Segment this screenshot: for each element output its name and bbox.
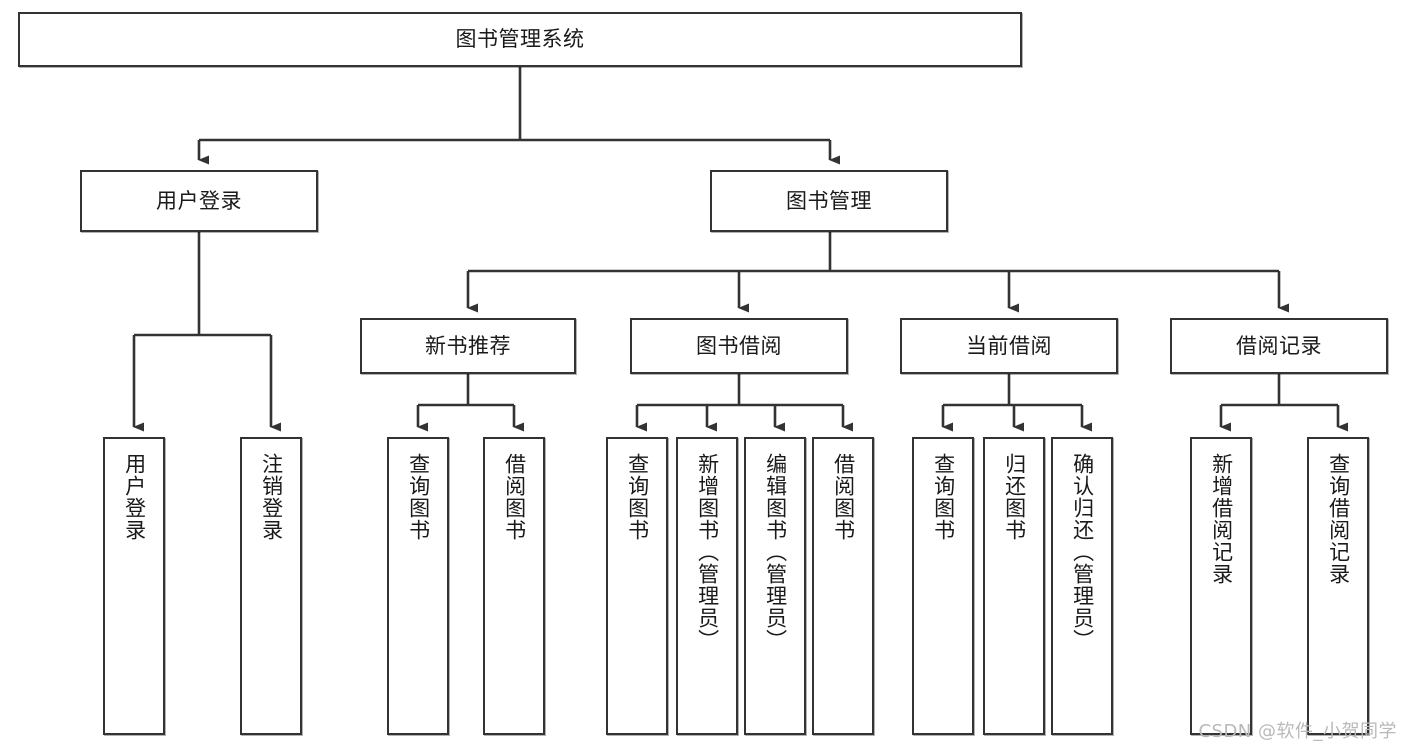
node-leaf-edit-book-label: 编辑图书（管理员） bbox=[763, 453, 788, 651]
node-book-manage[interactable]: 图书管理 bbox=[710, 170, 948, 232]
node-new-book-recommend-label: 新书推荐 bbox=[425, 333, 511, 358]
node-user-login-label: 用户登录 bbox=[156, 188, 242, 213]
node-current-borrow[interactable]: 当前借阅 bbox=[900, 318, 1118, 374]
node-leaf-add-book-label: 新增图书（管理员） bbox=[695, 453, 720, 651]
node-leaf-query-book-3-label: 查询图书 bbox=[931, 453, 956, 541]
node-leaf-confirm-return-label: 确认归还（管理员） bbox=[1070, 453, 1095, 651]
node-leaf-add-book[interactable]: 新增图书（管理员） bbox=[676, 437, 738, 735]
node-new-book-recommend[interactable]: 新书推荐 bbox=[360, 318, 576, 374]
node-root-system[interactable]: 图书管理系统 bbox=[18, 12, 1022, 67]
node-leaf-edit-book[interactable]: 编辑图书（管理员） bbox=[744, 437, 806, 735]
node-leaf-query-book-1-label: 查询图书 bbox=[406, 453, 431, 541]
node-leaf-query-record-label: 查询借阅记录 bbox=[1326, 453, 1351, 585]
node-book-manage-label: 图书管理 bbox=[786, 188, 872, 213]
node-user-login[interactable]: 用户登录 bbox=[80, 170, 318, 232]
node-root-system-label: 图书管理系统 bbox=[455, 27, 585, 52]
node-borrow-record[interactable]: 借阅记录 bbox=[1170, 318, 1388, 374]
node-leaf-user-login-label: 用户登录 bbox=[122, 453, 147, 541]
node-book-borrow-label: 图书借阅 bbox=[696, 333, 782, 358]
node-leaf-return-book[interactable]: 归还图书 bbox=[983, 437, 1045, 735]
node-leaf-query-record[interactable]: 查询借阅记录 bbox=[1307, 437, 1369, 735]
node-current-borrow-label: 当前借阅 bbox=[966, 333, 1052, 358]
node-leaf-query-book-2[interactable]: 查询图书 bbox=[606, 437, 668, 735]
node-leaf-borrow-book-1-label: 借阅图书 bbox=[502, 453, 527, 541]
node-leaf-add-record[interactable]: 新增借阅记录 bbox=[1190, 437, 1252, 735]
node-borrow-record-label: 借阅记录 bbox=[1236, 333, 1322, 358]
node-leaf-borrow-book-2-label: 借阅图书 bbox=[831, 453, 856, 541]
node-leaf-user-login[interactable]: 用户登录 bbox=[103, 437, 165, 735]
node-leaf-borrow-book-2[interactable]: 借阅图书 bbox=[812, 437, 874, 735]
node-leaf-user-logout-label: 注销登录 bbox=[259, 453, 284, 541]
node-leaf-add-record-label: 新增借阅记录 bbox=[1209, 453, 1234, 585]
node-leaf-user-logout[interactable]: 注销登录 bbox=[240, 437, 302, 735]
node-leaf-return-book-label: 归还图书 bbox=[1002, 453, 1027, 541]
node-leaf-query-book-1[interactable]: 查询图书 bbox=[387, 437, 449, 735]
node-leaf-borrow-book-1[interactable]: 借阅图书 bbox=[483, 437, 545, 735]
node-leaf-query-book-2-label: 查询图书 bbox=[625, 453, 650, 541]
node-book-borrow[interactable]: 图书借阅 bbox=[630, 318, 848, 374]
node-leaf-confirm-return[interactable]: 确认归还（管理员） bbox=[1051, 437, 1113, 735]
node-leaf-query-book-3[interactable]: 查询图书 bbox=[912, 437, 974, 735]
